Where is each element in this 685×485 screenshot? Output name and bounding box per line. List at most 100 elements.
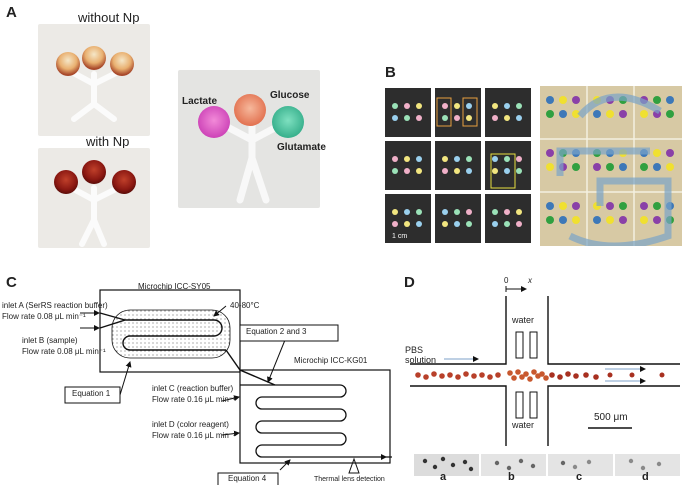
panel-b-tile-grid xyxy=(383,86,533,246)
tile-dot xyxy=(416,115,422,121)
particle xyxy=(495,372,501,378)
particle xyxy=(593,374,599,380)
particle xyxy=(439,373,445,379)
schem-dot xyxy=(606,216,614,224)
strip-frame xyxy=(481,454,546,476)
tile-dot xyxy=(492,221,498,227)
inlet-a-flow: Flow rate 0.08 μL min⁻¹ xyxy=(2,312,86,321)
inlet-d-flow: Flow rate 0.16 μL min⁻¹ xyxy=(152,431,236,440)
tile-dot xyxy=(454,209,460,215)
tile-dot xyxy=(516,156,522,162)
schem-dot xyxy=(619,202,627,210)
panel-a-letter: A xyxy=(6,4,17,21)
flow-arrow xyxy=(556,147,650,176)
tile-dot xyxy=(516,209,522,215)
equation-2-3-box: Equation 2 and 3 xyxy=(246,327,307,336)
inlet-c-label: inlet C (reaction buffer) xyxy=(152,384,234,393)
tile-dot xyxy=(492,103,498,109)
inlet-c-flow: Flow rate 0.16 μL min⁻¹ xyxy=(152,395,236,404)
schem-dot xyxy=(572,163,580,171)
photo-multiplex-sensor xyxy=(178,70,320,208)
schem-dot xyxy=(559,110,567,118)
inlet-a-label: inlet A (SerRS reaction buffer) xyxy=(2,301,108,310)
schem-dot xyxy=(653,163,661,171)
tile xyxy=(385,194,431,243)
particle xyxy=(507,370,513,376)
water-top-label: water xyxy=(512,315,535,325)
pbs-label: PBS xyxy=(405,345,424,355)
particle xyxy=(659,372,665,378)
tile-dot xyxy=(492,115,498,121)
inlet-b-flow: Flow rate 0.08 μL min⁻¹ xyxy=(22,347,106,356)
caption-without-np: without Np xyxy=(78,10,140,25)
strip-particle xyxy=(572,464,578,470)
tile-dot xyxy=(404,209,410,215)
strip-particle xyxy=(440,456,446,462)
tile-dot xyxy=(466,103,472,109)
panel-c-letter: C xyxy=(6,274,17,291)
strip-label-c: c xyxy=(576,471,583,483)
strip-particle xyxy=(462,459,468,465)
schem-dot xyxy=(546,149,554,157)
schem-dot xyxy=(619,163,627,171)
schem-dot xyxy=(606,163,614,171)
particle xyxy=(527,376,533,382)
tile-dot xyxy=(442,168,448,174)
x-axis-label: x xyxy=(528,276,532,285)
particle xyxy=(549,372,555,378)
strip-label-d: d xyxy=(642,471,649,483)
tile-dot xyxy=(492,168,498,174)
tile-dot xyxy=(442,156,448,162)
panel-d-diagram xyxy=(410,276,680,446)
scale-1cm: 1 cm xyxy=(392,233,408,240)
tile-dot xyxy=(466,156,472,162)
tile-dot xyxy=(492,156,498,162)
temp-label: 40-80°C xyxy=(230,301,260,310)
panel-b-letter: B xyxy=(385,64,396,81)
tile-dot xyxy=(504,115,510,121)
particle xyxy=(447,372,453,378)
tile xyxy=(385,141,431,190)
particle xyxy=(455,374,461,380)
panel-b-schematic xyxy=(540,86,682,250)
strip-particle xyxy=(586,459,592,465)
panel-c-diagram xyxy=(64,289,392,485)
highlight-box xyxy=(490,153,516,189)
tile xyxy=(485,88,531,137)
strip-label-b: b xyxy=(508,471,515,483)
tile-dot xyxy=(454,221,460,227)
strip-frame xyxy=(414,454,479,476)
schem-dot xyxy=(559,202,567,210)
schem-dot xyxy=(546,163,554,171)
solution-label: solution xyxy=(405,355,437,365)
tile-dot xyxy=(466,115,472,121)
tile-dot xyxy=(466,209,472,215)
tile-dot xyxy=(392,103,398,109)
tile xyxy=(435,141,481,190)
tile-dot xyxy=(516,115,522,121)
tile-dot xyxy=(454,115,460,121)
tile-dot xyxy=(504,156,510,162)
tile-dot xyxy=(454,103,460,109)
particle xyxy=(511,375,517,381)
tile-dot xyxy=(392,209,398,215)
tile-dot xyxy=(442,115,448,121)
tile-dot xyxy=(466,221,472,227)
schem-dot xyxy=(619,110,627,118)
schem-dot xyxy=(666,96,674,104)
tile xyxy=(435,88,481,137)
tile-dot xyxy=(416,168,422,174)
tile-dot xyxy=(392,221,398,227)
photo-without-np xyxy=(38,24,150,136)
equation-4-box: Equation 4 xyxy=(228,474,267,483)
thermal-lens-label: Thermal lens detection xyxy=(314,476,385,483)
tile-dot xyxy=(442,209,448,215)
schem-dot xyxy=(666,163,674,171)
strip-particle xyxy=(468,466,474,472)
strip-frame xyxy=(548,454,613,476)
schem-dot xyxy=(666,110,674,118)
panel-d-letter: D xyxy=(404,274,415,291)
schem-dot xyxy=(572,216,580,224)
tile-dot xyxy=(504,209,510,215)
label-lactate: Lactate xyxy=(182,96,218,107)
